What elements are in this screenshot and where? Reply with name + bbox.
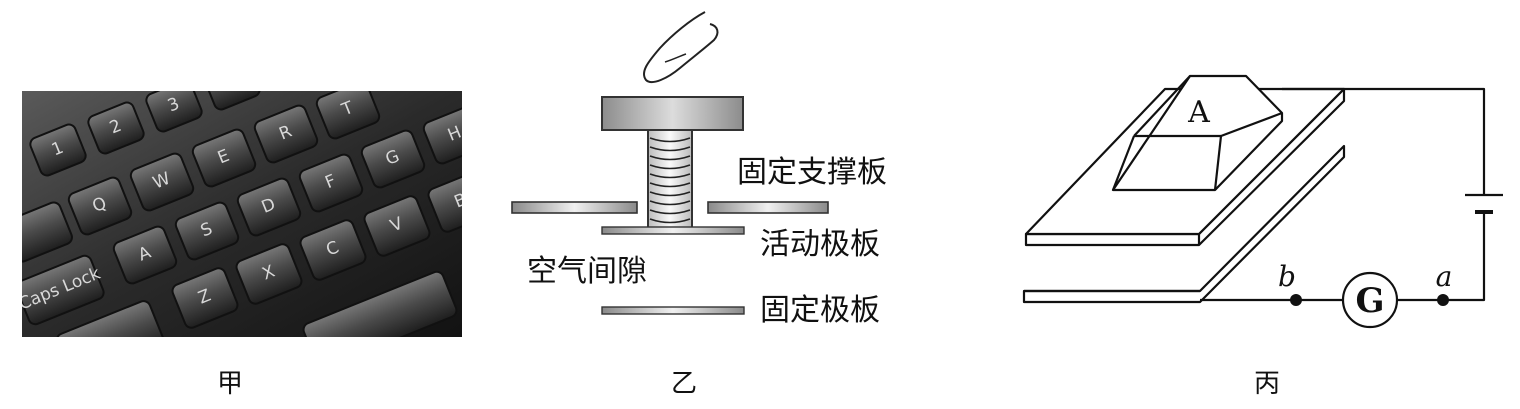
label-support-plate: 固定支撑板 — [737, 155, 887, 190]
spring-coil — [649, 164, 691, 170]
keyboard-key — [55, 300, 165, 337]
moving-plate — [601, 226, 745, 235]
key-a-edge — [1213, 135, 1223, 191]
keyboard-key: S — [174, 201, 240, 261]
point-a-dot — [1437, 294, 1449, 306]
keyboard-key-label: 4 — [223, 72, 241, 95]
keyboard-key: C — [299, 219, 367, 281]
label-fixed-plate: 固定极板 — [760, 293, 880, 328]
spring-coil — [649, 200, 691, 206]
spring-coil — [649, 155, 691, 161]
key-structure-diagram — [511, 11, 829, 315]
keyboard-key: R — [253, 104, 319, 164]
keyboard-key-label: W — [150, 169, 173, 194]
wire-top — [1282, 87, 1486, 195]
spring-coil — [649, 146, 691, 152]
keyboard-key: A — [112, 225, 178, 285]
keyboard-key: W — [129, 152, 195, 212]
galvanometer-label: G — [1355, 281, 1384, 321]
galvanometer — [1341, 271, 1399, 329]
keyboard-key: T — [315, 91, 381, 140]
capacitor-circuit — [1022, 74, 1503, 329]
support-plate-right — [707, 201, 829, 214]
keyboard-key-label: B — [451, 190, 469, 213]
key-a-top-right — [1220, 111, 1283, 138]
spring-coil — [649, 182, 691, 188]
caption-bing: 丙 — [1254, 369, 1280, 399]
keyboard-key: B — [427, 171, 469, 233]
fingernail — [664, 53, 687, 63]
keyboard-key — [302, 270, 458, 337]
key-a-top-left — [1133, 75, 1191, 137]
spring-coil — [649, 209, 691, 215]
key-a-edge — [1111, 135, 1136, 191]
keyboard-key: V — [363, 195, 431, 257]
spring-coil — [649, 137, 691, 143]
finger-icon — [642, 11, 719, 84]
keyboard-key: Q — [67, 176, 133, 236]
spring-coil — [649, 218, 691, 224]
keyboard-key: H — [422, 105, 464, 165]
keyboard-key: G — [360, 129, 426, 189]
point-b-dot — [1290, 294, 1302, 306]
keyboard-key: F — [298, 153, 364, 213]
spring — [649, 137, 691, 224]
keyboard-key: Z — [171, 267, 239, 329]
wire-right — [1397, 212, 1486, 302]
spring-coil — [649, 173, 691, 179]
keyboard-key: 4 — [203, 72, 261, 111]
keyboard-key: X — [235, 243, 303, 305]
label-air-gap: 空气间隙 — [527, 254, 647, 289]
keyboard-key: 1 — [29, 123, 87, 177]
keyboard-key: E — [191, 128, 257, 188]
key-a-label: A — [1187, 95, 1210, 130]
point-a-label: a — [1436, 260, 1453, 293]
fixed-plate — [601, 306, 745, 315]
keyboard-key: Caps Lock — [22, 254, 105, 326]
keyboard-key — [22, 201, 73, 263]
support-plate-left — [511, 201, 638, 214]
caption-jia: 甲 — [217, 369, 243, 399]
keyboard-key: 2 — [87, 101, 145, 155]
point-b-label: b — [1278, 260, 1296, 293]
label-moving-plate: 活动极板 — [760, 227, 880, 262]
keyboard-key-label: H — [445, 122, 464, 145]
keyboard-key: D — [236, 177, 302, 237]
key-cap — [601, 96, 744, 131]
spring-coil — [649, 191, 691, 197]
caption-yi: 乙 — [671, 369, 697, 399]
keyboard-key: 3 — [145, 91, 203, 133]
